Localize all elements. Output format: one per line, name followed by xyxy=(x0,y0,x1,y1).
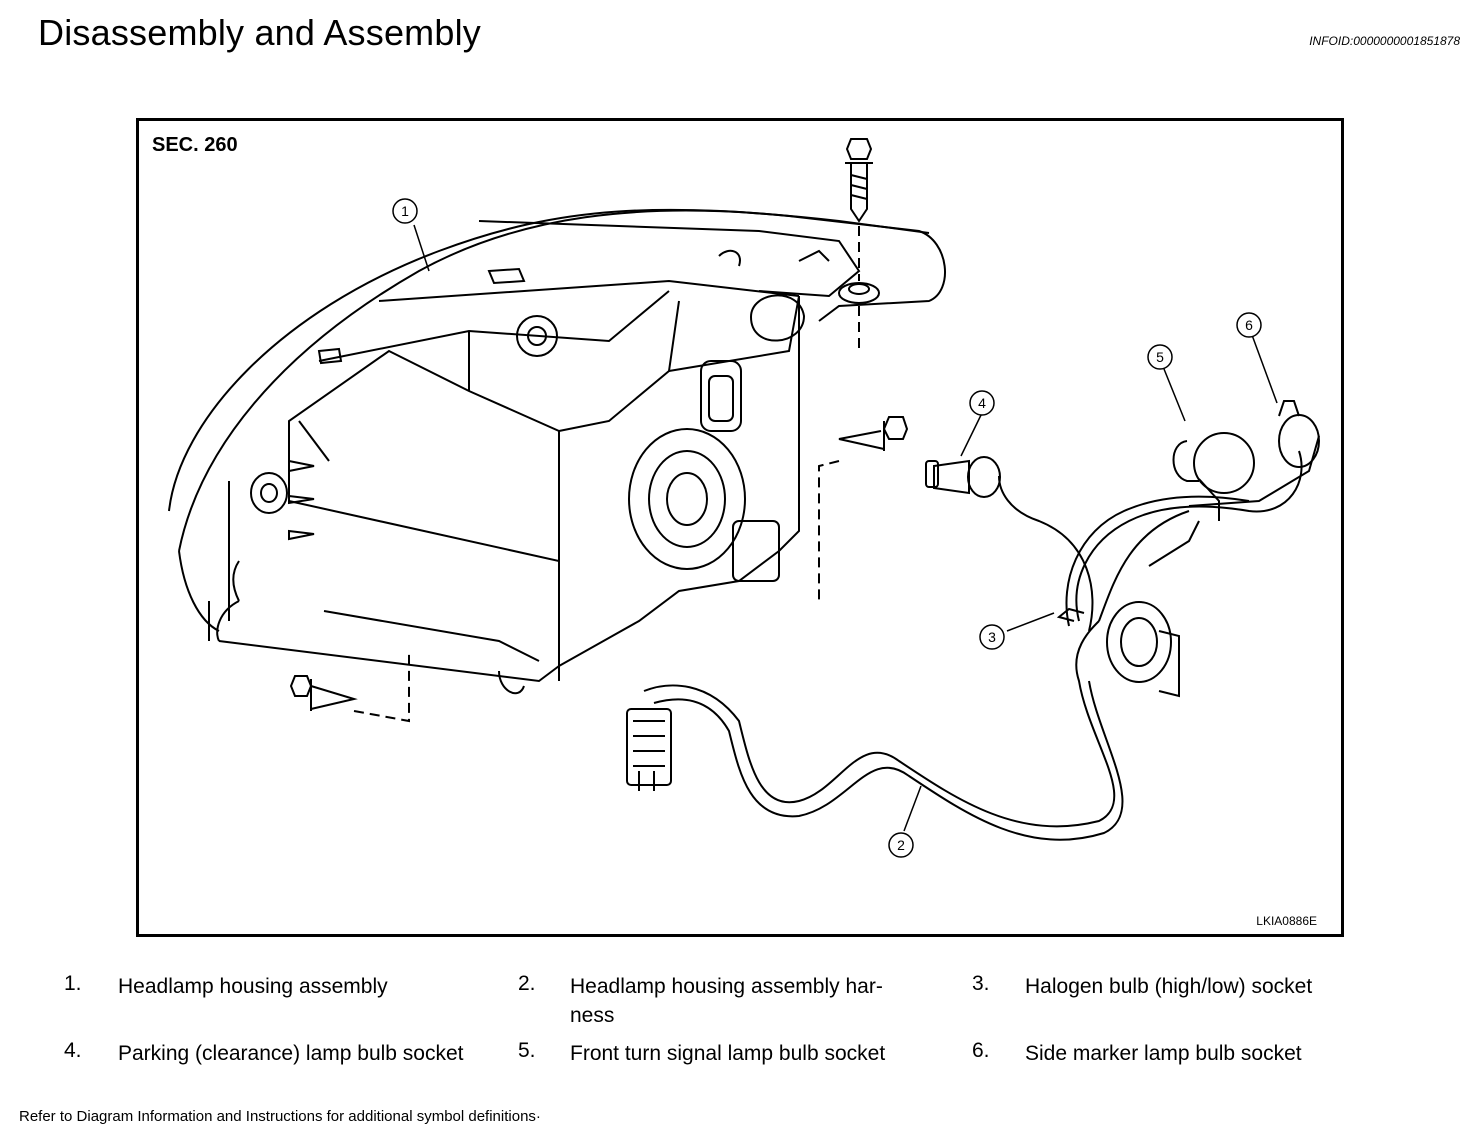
legend-text: Headlamp housing assembly har- ness xyxy=(570,975,883,1027)
exploded-diagram: SEC. 260 xyxy=(136,118,1344,937)
footer-note: Refer to Diagram Information and Instruc… xyxy=(19,1108,541,1125)
info-id: INFOID:0000000001851878 xyxy=(1309,34,1460,48)
legend-number: 6. xyxy=(972,1039,990,1062)
legend-text: Halogen bulb (high/low) socket xyxy=(1025,975,1313,998)
figure-code: LKIA0886E xyxy=(1256,914,1317,928)
legend-text: Front turn signal lamp bulb socket xyxy=(570,1042,886,1065)
legend-number: 1. xyxy=(64,972,82,995)
leader-lines xyxy=(413,224,1278,832)
legend-text: Parking (clearance) lamp bulb socket xyxy=(118,1042,464,1065)
screw-middle-drawing xyxy=(818,416,909,601)
screw-bottom-drawing xyxy=(289,651,410,723)
screw-top-drawing xyxy=(838,138,880,349)
diagram-drawing xyxy=(168,138,1320,841)
legend-text: Side marker lamp bulb socket xyxy=(1025,1042,1302,1065)
legend-number: 5. xyxy=(518,1039,536,1062)
headlamp-housing-drawing xyxy=(168,208,946,695)
legend-number: 3. xyxy=(972,972,990,995)
page-title: Disassembly and Assembly xyxy=(38,12,481,53)
harness-drawing xyxy=(626,400,1320,841)
legend-number: 4. xyxy=(64,1039,82,1062)
section-label: SEC. 260 xyxy=(152,134,238,156)
legend-number: 2. xyxy=(518,972,536,995)
legend-text: Headlamp housing assembly xyxy=(118,975,388,998)
